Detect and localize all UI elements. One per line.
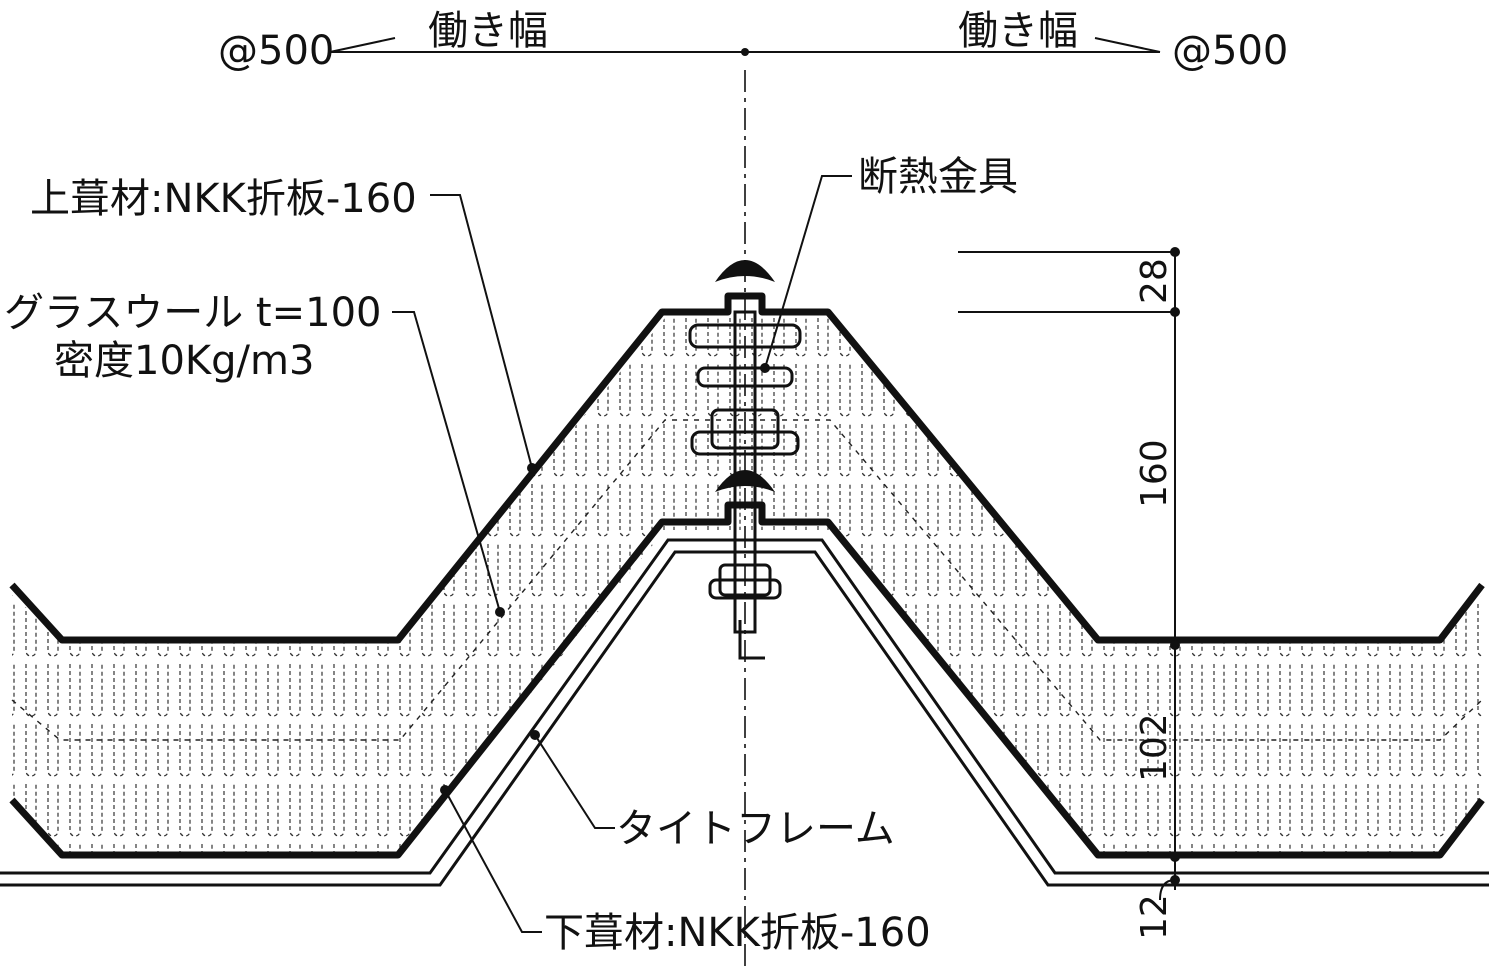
glass-wool-callout: グラスウール t=100 密度10Kg/m3: [4, 290, 505, 617]
lower-ridge-cap: [715, 470, 775, 492]
height-dimensions: 28 160 102 12: [958, 247, 1180, 940]
effective-width-right-label: 働き幅: [958, 8, 1078, 54]
glass-wool-label-line2: 密度10Kg/m3: [54, 338, 314, 384]
lower-roofing-callout: 下葺材:NKK折板-160: [440, 785, 931, 956]
tight-frame-callout: タイトフレーム: [530, 730, 895, 852]
upper-ridge-cap: [715, 260, 775, 282]
tight-frame-label: タイトフレーム: [616, 806, 895, 852]
dimension-102: 102: [1134, 713, 1175, 782]
lower-roofing-label: 下葺材:NKK折板-160: [544, 910, 931, 956]
insulating-bracket-label: 断熱金具: [858, 154, 1018, 200]
insulating-bracket-callout: 断熱金具: [760, 154, 1018, 373]
upper-roofing-callout: 上葺材:NKK折板-160: [30, 176, 537, 473]
dimension-28: 28: [1134, 258, 1175, 304]
insulating-bracket: [688, 310, 802, 660]
glass-wool-insulation: [12, 318, 1482, 855]
pitch-left-label: @500: [218, 28, 334, 74]
dimension-12: 12: [1134, 894, 1175, 940]
upper-roofing-label: 上葺材:NKK折板-160: [30, 176, 417, 222]
dimension-160: 160: [1134, 439, 1175, 508]
tight-frame: [0, 538, 1489, 875]
glass-wool-label-line1: グラスウール t=100: [4, 290, 381, 336]
effective-width-dimension: @500 働き幅 働き幅 @500: [218, 8, 1288, 74]
lower-roofing-sheet: [9, 501, 1485, 859]
upper-roofing-sheet: [9, 292, 1485, 644]
effective-width-left-label: 働き幅: [428, 8, 548, 54]
pitch-right-label: @500: [1172, 28, 1288, 74]
